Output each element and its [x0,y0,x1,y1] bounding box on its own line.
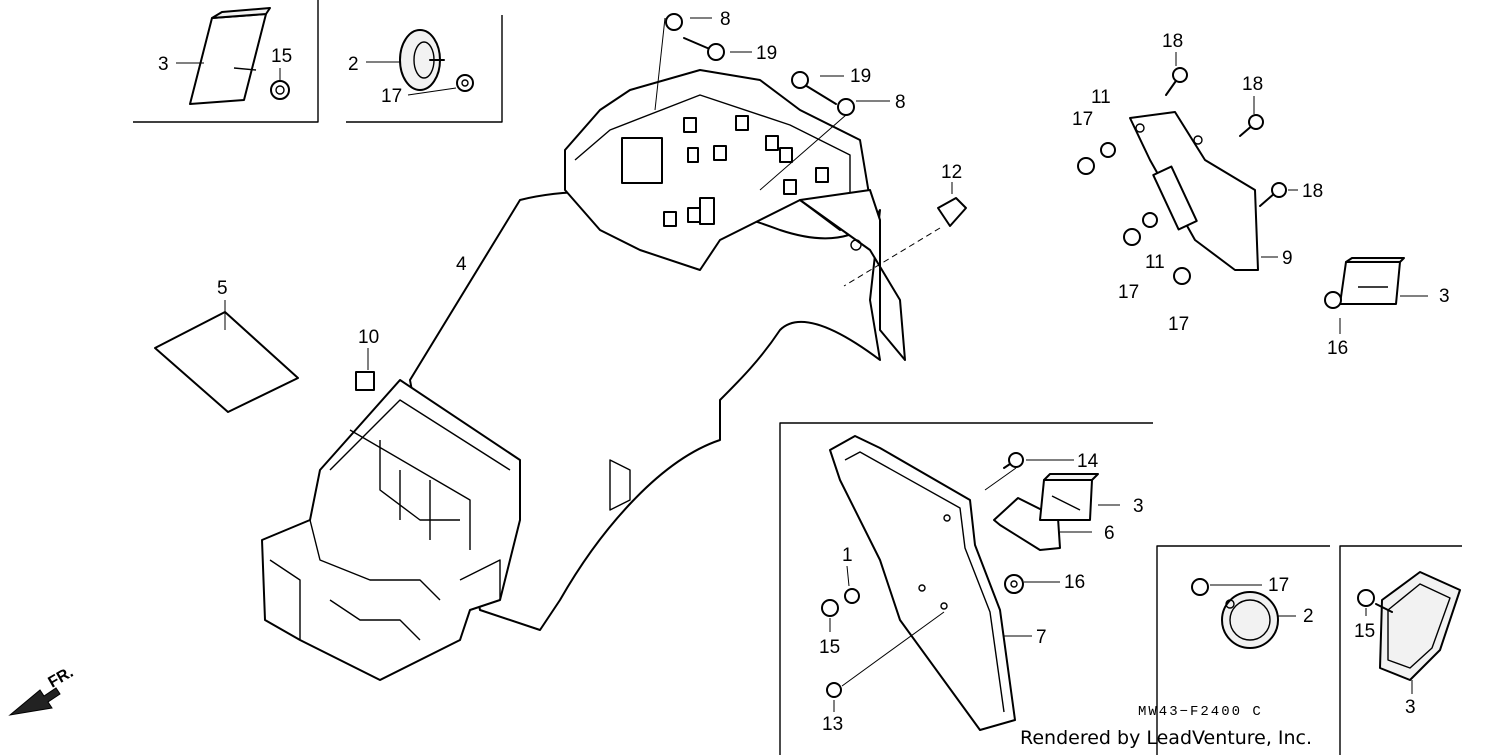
inset-box-bottom-right-b [1339,545,1462,755]
callout-10: 10 [358,327,379,348]
inset-box-top-center [346,15,503,123]
rear-fender-part-4 [261,69,906,681]
bolts-top [654,13,890,191]
callout-4: 4 [456,254,467,275]
reflector-part-2-topcenter [366,29,474,96]
nut-part-16-center [1004,574,1060,594]
callout-19-a: 19 [756,43,777,64]
callout-11-a: 11 [1091,87,1111,108]
callout-15-b: 15 [819,637,840,658]
callout-13: 13 [822,714,843,735]
clip-part-10 [355,348,375,391]
callout-labels: 3 15 2 17 8 19 19 8 12 18 11 17 18 18 9 … [158,9,1450,735]
callout-16-b: 16 [1064,572,1085,593]
callout-15-c: 15 [1354,621,1375,642]
diagram-code: MW43−F2400 C [1138,704,1263,720]
reflector-part-2-bottomright [1191,578,1296,649]
render-credit: Rendered by LeadVenture, Inc. [1020,727,1312,749]
callout-6: 6 [1104,523,1115,544]
license-holder-part-7 [829,435,1032,731]
callout-17-c: 17 [1118,282,1139,303]
callout-2-b: 2 [1303,606,1314,627]
callout-15-a: 15 [271,46,292,67]
callout-17-a: 17 [381,86,402,107]
callout-7: 7 [1036,627,1047,648]
screw-part-13 [826,611,945,712]
callout-14: 14 [1077,451,1099,472]
callout-18-b: 18 [1242,74,1263,95]
pad-part-5 [154,300,299,413]
callout-3-d: 3 [1405,697,1416,718]
reflector-part-3-bottomright [1357,571,1461,694]
grommet-part-12 [843,182,967,287]
callout-5: 5 [217,278,228,299]
inset-box-bottom-center [779,422,1153,755]
bolt-part-14 [984,452,1074,491]
callout-3-a: 3 [158,54,169,75]
callout-17-d: 17 [1168,314,1189,335]
reflector-part-3-center [1039,473,1120,521]
callout-8-a: 8 [720,9,731,30]
inset-box-bottom-right-a [1156,545,1330,755]
license-bracket-part-9 [1077,52,1298,285]
front-direction-arrow-icon: FR. [8,664,77,716]
direction-label: FR. [46,664,77,692]
callout-11-b: 11 [1145,252,1165,273]
callout-16-a: 16 [1327,338,1348,359]
callout-12: 12 [941,162,962,183]
reflector-part-3-topleft [176,7,290,105]
callout-9: 9 [1282,248,1293,269]
callout-17-b: 17 [1072,109,1093,130]
nut-part-15-center [821,599,839,632]
inset-box-top-left [133,0,319,123]
callout-19-b: 19 [850,66,871,87]
callout-1: 1 [842,545,853,566]
callout-3-c: 3 [1133,496,1144,517]
callout-18-a: 18 [1162,31,1183,52]
callout-8-b: 8 [895,92,906,113]
callout-2-a: 2 [348,54,359,75]
reflector-part-3-right [1324,257,1428,334]
callout-3-b: 3 [1439,286,1450,307]
callout-17-e: 17 [1268,575,1289,596]
washer-part-1 [844,565,860,604]
callout-18-c: 18 [1302,181,1323,202]
